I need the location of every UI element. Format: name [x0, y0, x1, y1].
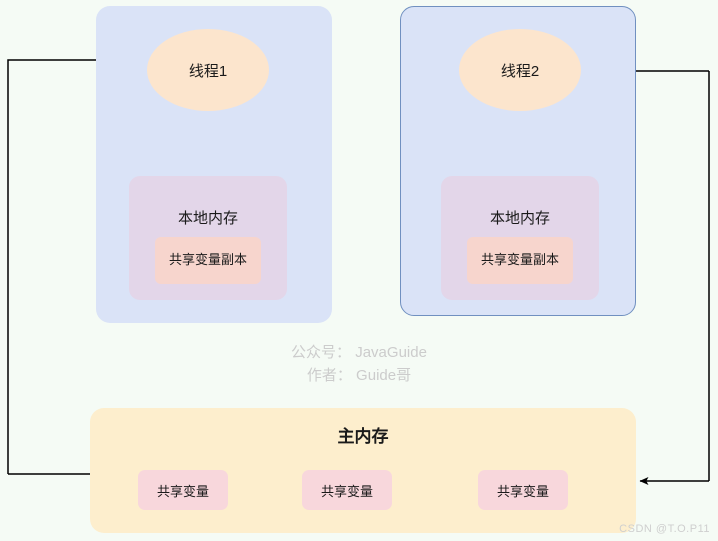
- main-memory-label: 主内存: [337, 427, 389, 446]
- local-memory-2: 本地内存 共享变量副本: [441, 176, 599, 300]
- watermark-line-2: 作者： Guide哥: [306, 366, 412, 384]
- local-memory-label-1: 本地内存: [177, 210, 238, 227]
- main-memory-container: 主内存 共享变量 共享变量 共享变量: [90, 408, 636, 533]
- thread-node-2[interactable]: 线程2: [459, 29, 581, 111]
- csdn-watermark: CSDN @T.O.P11: [619, 523, 710, 535]
- watermark-line-1: 公众号： JavaGuide: [291, 344, 427, 361]
- author-watermark: 公众号： JavaGuide 作者： Guide哥: [0, 342, 718, 387]
- shared-variable-copy-2: 共享变量副本: [467, 237, 573, 284]
- shared-variable-1: 共享变量: [302, 470, 392, 510]
- shared-variable-copy-1: 共享变量副本: [155, 237, 261, 284]
- thread-label-2: 线程2: [500, 62, 540, 80]
- local-memory-label-2: 本地内存: [489, 210, 550, 227]
- thread-node-1[interactable]: 线程1: [147, 29, 269, 111]
- local-memory-1: 本地内存 共享变量副本: [129, 176, 287, 300]
- thread-label-1: 线程1: [188, 62, 228, 80]
- shared-variable-0: 共享变量: [138, 470, 228, 510]
- shared-variable-2: 共享变量: [478, 470, 568, 510]
